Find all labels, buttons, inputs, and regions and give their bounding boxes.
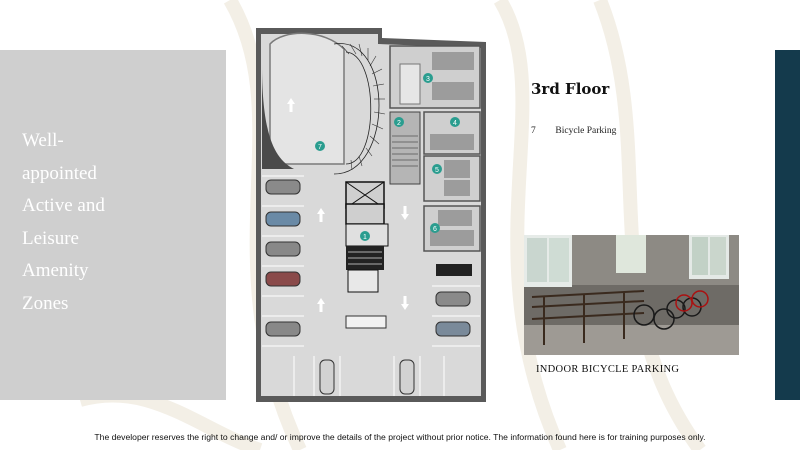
floor-plan bbox=[256, 28, 486, 402]
title-line: Zones bbox=[22, 292, 69, 314]
svg-text:3: 3 bbox=[426, 76, 430, 83]
legend-label: Bicycle Parking bbox=[555, 126, 617, 136]
marker-2: 2 bbox=[394, 117, 404, 127]
photo-caption: INDOOR BICYCLE PARKING bbox=[536, 364, 680, 375]
disclaimer: The developer reserves the right to chan… bbox=[94, 432, 706, 442]
marker-3: 3 bbox=[423, 73, 433, 83]
floor-title: 3rd Floor bbox=[531, 80, 610, 98]
svg-text:7: 7 bbox=[318, 144, 322, 151]
bicycle-parking-photo bbox=[524, 235, 739, 355]
left-panel bbox=[0, 50, 226, 400]
svg-text:4: 4 bbox=[453, 120, 457, 127]
svg-text:1: 1 bbox=[363, 234, 367, 241]
legend: 7 Bicycle Parking bbox=[531, 126, 616, 136]
marker-1: 1 bbox=[360, 231, 370, 241]
marker-7: 7 bbox=[315, 141, 325, 151]
title-line: Active and bbox=[22, 195, 105, 216]
svg-text:5: 5 bbox=[435, 167, 439, 174]
title-line: appointed bbox=[22, 162, 97, 184]
legend-number: 7 bbox=[531, 126, 536, 136]
svg-text:6: 6 bbox=[433, 226, 437, 233]
title-line: Well- bbox=[22, 130, 64, 151]
marker-6: 6 bbox=[430, 223, 440, 233]
title-line: Amenity bbox=[22, 260, 89, 281]
amenity-title: Well- appointed Active and Leisure Ameni… bbox=[22, 125, 222, 320]
marker-5: 5 bbox=[432, 164, 442, 174]
svg-text:2: 2 bbox=[397, 120, 401, 127]
title-line: Leisure bbox=[22, 227, 79, 249]
plan-markers: 1 2 3 4 5 6 7 bbox=[315, 73, 460, 241]
accent-bar bbox=[775, 50, 800, 400]
marker-4: 4 bbox=[450, 117, 460, 127]
legend-item: 7 Bicycle Parking bbox=[531, 126, 616, 136]
